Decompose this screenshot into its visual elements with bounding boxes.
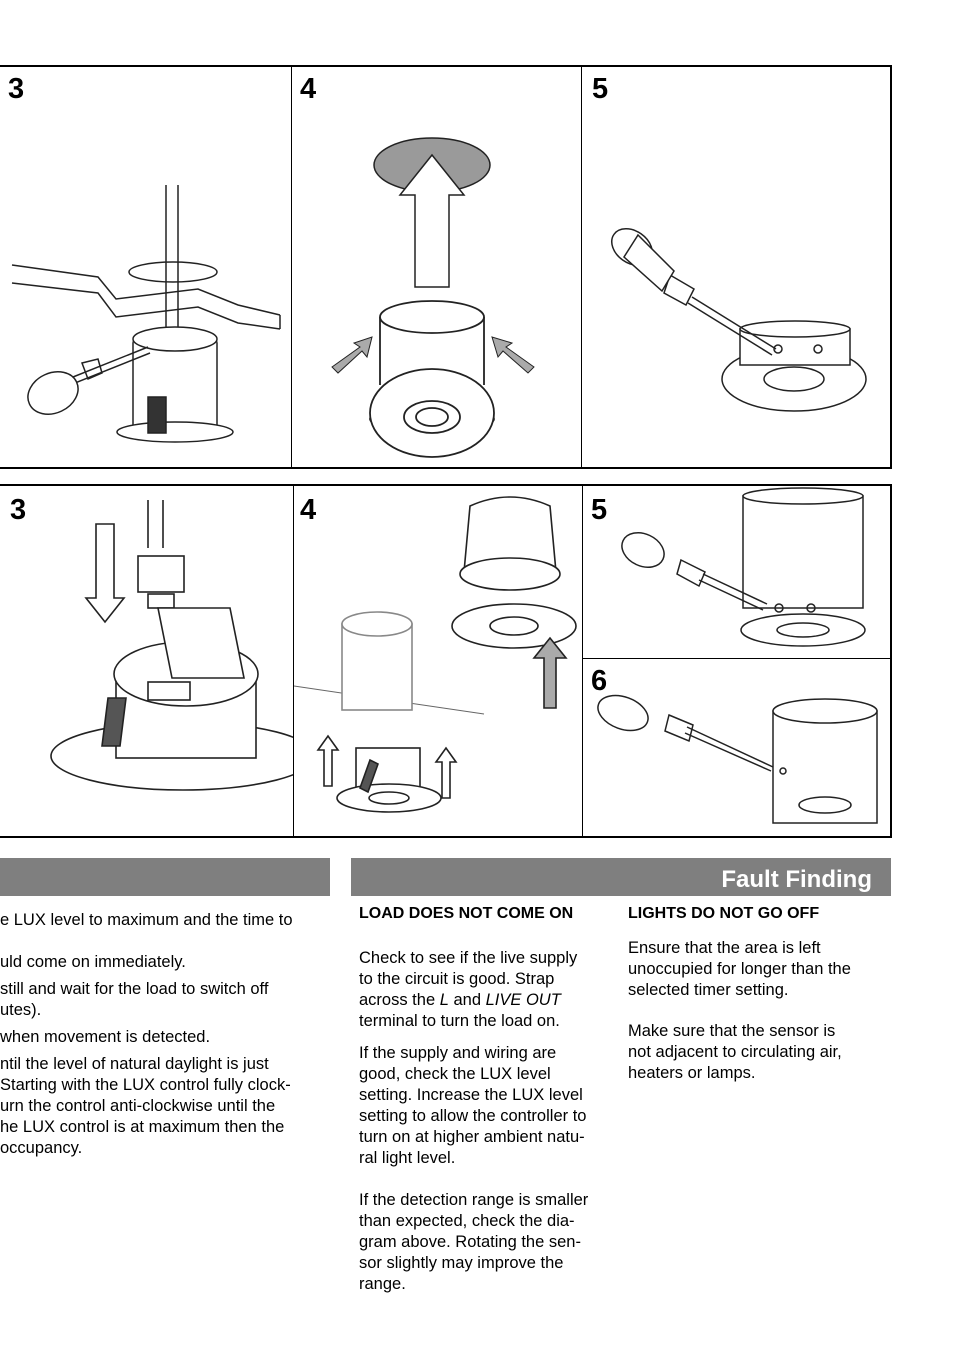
left-line: e LUX level to maximum and the time to	[0, 911, 293, 929]
step-number: 4	[300, 494, 317, 526]
text-line: heaters or lamps.	[628, 1064, 756, 1082]
step-number: 5	[591, 494, 608, 526]
left-line: he LUX control is at maximum then the	[0, 1118, 285, 1136]
bottom-step-4-cell: 4	[293, 486, 583, 836]
text-line: across the L and LIVE OUT	[359, 991, 561, 1009]
text-line: gram above. Rotating the sen-	[359, 1233, 581, 1251]
left-line: when movement is detected.	[0, 1028, 211, 1046]
text-line: selected timer setting.	[628, 981, 789, 999]
load-not-on-heading: LOAD DOES NOT COME ON	[359, 905, 574, 922]
load-not-on-text: Check to see if the live supply to the c…	[359, 948, 621, 1295]
ceiling-install-illustration	[11, 185, 281, 443]
left-line: still and wait for the load to switch of…	[0, 980, 269, 998]
text-line: than expected, check the dia-	[359, 1212, 575, 1230]
screw-cover-illustration	[621, 487, 866, 647]
text-line: not adjacent to circulating air,	[628, 1043, 842, 1061]
left-line: utes).	[0, 1001, 42, 1019]
step-number: 6	[591, 665, 608, 697]
text-line: setting to allow the controller to	[359, 1107, 587, 1125]
left-line: urn the control anti-clockwise until the	[0, 1097, 276, 1115]
screw-fix-illustration	[611, 228, 867, 412]
bottom-instruction-panels: 3 4	[0, 484, 892, 838]
remove-cover-illustration	[331, 137, 535, 458]
lights-not-off-text: Ensure that the area is left unoccupied …	[628, 938, 890, 1084]
cover-fit-illustration	[294, 496, 577, 813]
text-line: to the circuit is good. Strap	[359, 970, 555, 988]
left-line: occupancy.	[0, 1139, 83, 1157]
text-line: unoccupied for longer than the	[628, 960, 851, 978]
top-step-4-cell: 4	[291, 67, 582, 467]
text-line: ral light level.	[359, 1149, 456, 1167]
text-line: If the detection range is smaller	[359, 1191, 589, 1209]
side-screw-illustration	[597, 694, 878, 824]
text-line: good, check the LUX level	[359, 1065, 551, 1083]
left-line: ntil the level of natural daylight is ju…	[0, 1055, 269, 1073]
text-line: sor slightly may improve the	[359, 1254, 564, 1272]
fault-finding-title: Fault Finding	[721, 866, 872, 893]
step-number: 3	[10, 494, 27, 526]
left-section-text: e LUX level to maximum and the time to u…	[0, 910, 330, 1159]
lights-not-off-heading: LIGHTS DO NOT GO OFF	[628, 905, 820, 922]
top-step-3-cell: 3	[0, 67, 291, 467]
text-line: terminal to turn the load on.	[359, 1012, 560, 1030]
bottom-step-3-cell: 3	[0, 486, 293, 836]
text-line: setting. Increase the LUX level	[359, 1086, 583, 1104]
top-step-5-cell: 5	[581, 67, 891, 467]
text-line: Ensure that the area is left	[628, 939, 821, 957]
text-line: If the supply and wiring are	[359, 1044, 557, 1062]
fault-finding-header-bar: Fault Finding	[351, 858, 891, 896]
left-line: uld come on immediately.	[0, 953, 186, 971]
text-line: range.	[359, 1275, 406, 1293]
top-instruction-panels: 3 4	[0, 65, 892, 469]
text-line: turn on at higher ambient natu-	[359, 1128, 585, 1146]
step-number: 3	[8, 73, 25, 105]
left-line: Starting with the LUX control fully cloc…	[0, 1076, 291, 1094]
text-line: Make sure that the sensor is	[628, 1022, 836, 1040]
text-line: Check to see if the live supply	[359, 949, 578, 967]
step-number: 5	[592, 73, 609, 105]
bottom-step-5-cell: 5	[582, 486, 891, 658]
bottom-step-6-cell: 6	[582, 658, 891, 837]
connector-insert-illustration	[50, 500, 293, 791]
left-section-header-bar	[0, 858, 330, 896]
step-number: 4	[300, 73, 317, 105]
